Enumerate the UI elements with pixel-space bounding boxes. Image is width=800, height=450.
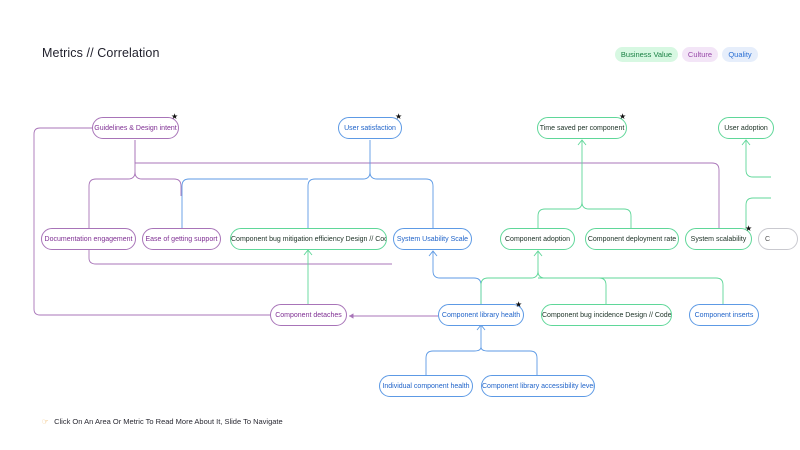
node-component-bug-incidence[interactable]: Component bug incidence Design // Code	[541, 304, 672, 326]
node-offscreen-partial[interactable]: C	[758, 228, 798, 250]
page-title: Metrics // Correlation	[42, 46, 160, 60]
node-component-library-accessibility-level[interactable]: Component library accessibility level	[481, 375, 595, 397]
star-icon: ★	[745, 224, 753, 233]
legend-culture[interactable]: Culture	[682, 47, 718, 62]
node-component-library-health[interactable]: Component library health	[438, 304, 524, 326]
legend-quality[interactable]: Quality	[722, 47, 758, 62]
star-icon: ★	[171, 112, 179, 121]
node-component-inserts[interactable]: Component inserts	[689, 304, 759, 326]
node-system-scalability[interactable]: System scalability	[685, 228, 752, 250]
node-individual-component-health[interactable]: Individual component health	[379, 375, 473, 397]
node-user-adoption[interactable]: User adoption	[718, 117, 774, 139]
node-system-usability-scale[interactable]: System Usability Scale	[393, 228, 472, 250]
node-component-bug-mitigation-efficiency[interactable]: Component bug mitigation efficiency Desi…	[230, 228, 387, 250]
node-guidelines-design-intent[interactable]: Guidelines & Design intent	[92, 117, 179, 139]
star-icon: ★	[395, 112, 403, 121]
legend-business-value[interactable]: Business Value	[615, 47, 678, 62]
star-icon: ★	[515, 300, 523, 309]
navigation-hint: ☞ Click On An Area Or Metric To Read Mor…	[42, 417, 283, 426]
node-component-deployment-rate[interactable]: Component deployment rate	[585, 228, 679, 250]
node-component-adoption[interactable]: Component adoption	[500, 228, 575, 250]
node-time-saved-per-component[interactable]: Time saved per component	[537, 117, 627, 139]
node-ease-of-getting-support[interactable]: Ease of getting support	[142, 228, 221, 250]
node-component-detaches[interactable]: Component detaches	[270, 304, 347, 326]
quality-links	[181, 140, 538, 375]
node-documentation-engagement[interactable]: Documentation engagement	[41, 228, 136, 250]
business-value-links	[303, 139, 771, 304]
star-icon: ★	[619, 112, 627, 121]
pointing-hand-icon: ☞	[42, 417, 49, 426]
node-user-satisfaction[interactable]: User satisfaction	[338, 117, 402, 139]
culture-links	[33, 127, 720, 319]
hint-text: Click On An Area Or Metric To Read More …	[54, 417, 283, 426]
